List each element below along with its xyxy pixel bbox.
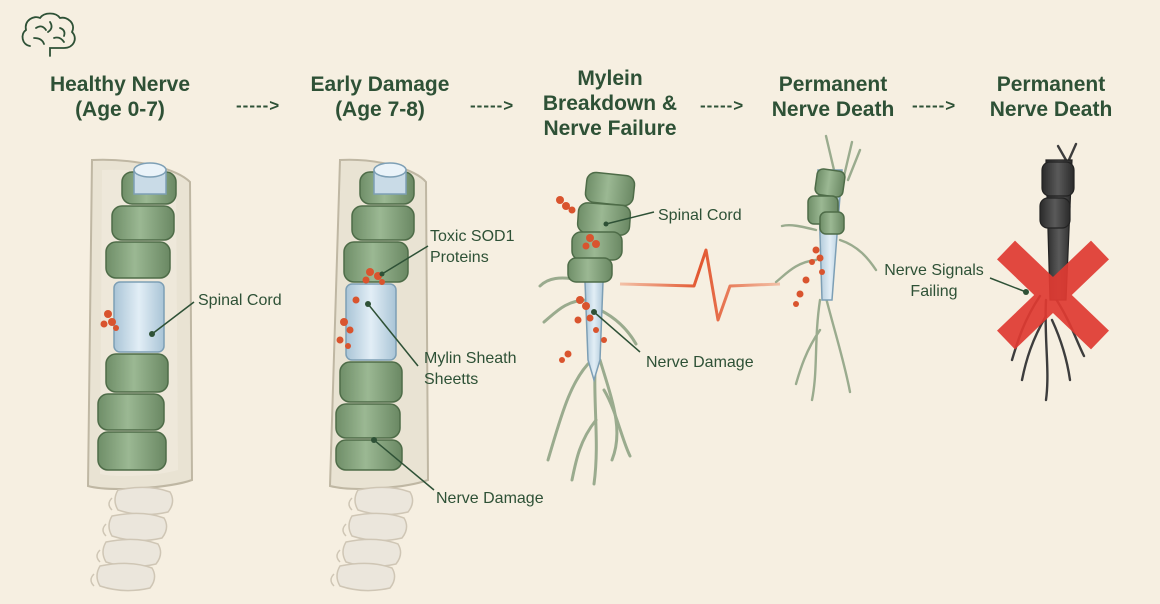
- label-nerve-damage-breakdown: Nerve Damage: [646, 354, 754, 371]
- stage-title-early-damage: Early Damage (Age 7-8): [310, 73, 450, 121]
- arrow-icon: ----->: [236, 96, 281, 115]
- label-spinal-cord-healthy: Spinal Cord: [198, 292, 282, 309]
- label-mylin-sheath: Mylin Sheath Sheetts: [424, 350, 517, 388]
- arrow-icon: ----->: [912, 96, 957, 115]
- label-spinal-cord-breakdown: Spinal Cord: [658, 207, 742, 224]
- breakdown-nerve-illustration: [538, 171, 655, 486]
- ecg-signal-icon: [619, 248, 781, 322]
- early-damage-nerve-illustration: [328, 158, 435, 592]
- frayed-nerve-illustration: [774, 134, 878, 402]
- label-toxic-sod1-proteins: Toxic SOD1 Proteins: [430, 228, 515, 266]
- healthy-nerve-illustration: [86, 158, 195, 592]
- stage-title-breakdown: Mylein Breakdown & Nerve Failure: [542, 67, 678, 140]
- label-nerve-damage-early: Nerve Damage: [436, 490, 544, 507]
- brain-icon: [21, 12, 76, 57]
- arrow-icon: ----->: [700, 96, 745, 115]
- stage-title-permanent-death-1: Permanent Nerve Death: [771, 73, 895, 121]
- stage-title-permanent-death-2: Permanent Nerve Death: [989, 73, 1113, 121]
- arrow-icon: ----->: [470, 96, 515, 115]
- x-mark-icon: [997, 240, 1109, 350]
- label-nerve-signals-failing: Nerve Signals Failing: [884, 262, 984, 300]
- stage-title-healthy: Healthy Nerve (Age 0-7): [49, 73, 191, 121]
